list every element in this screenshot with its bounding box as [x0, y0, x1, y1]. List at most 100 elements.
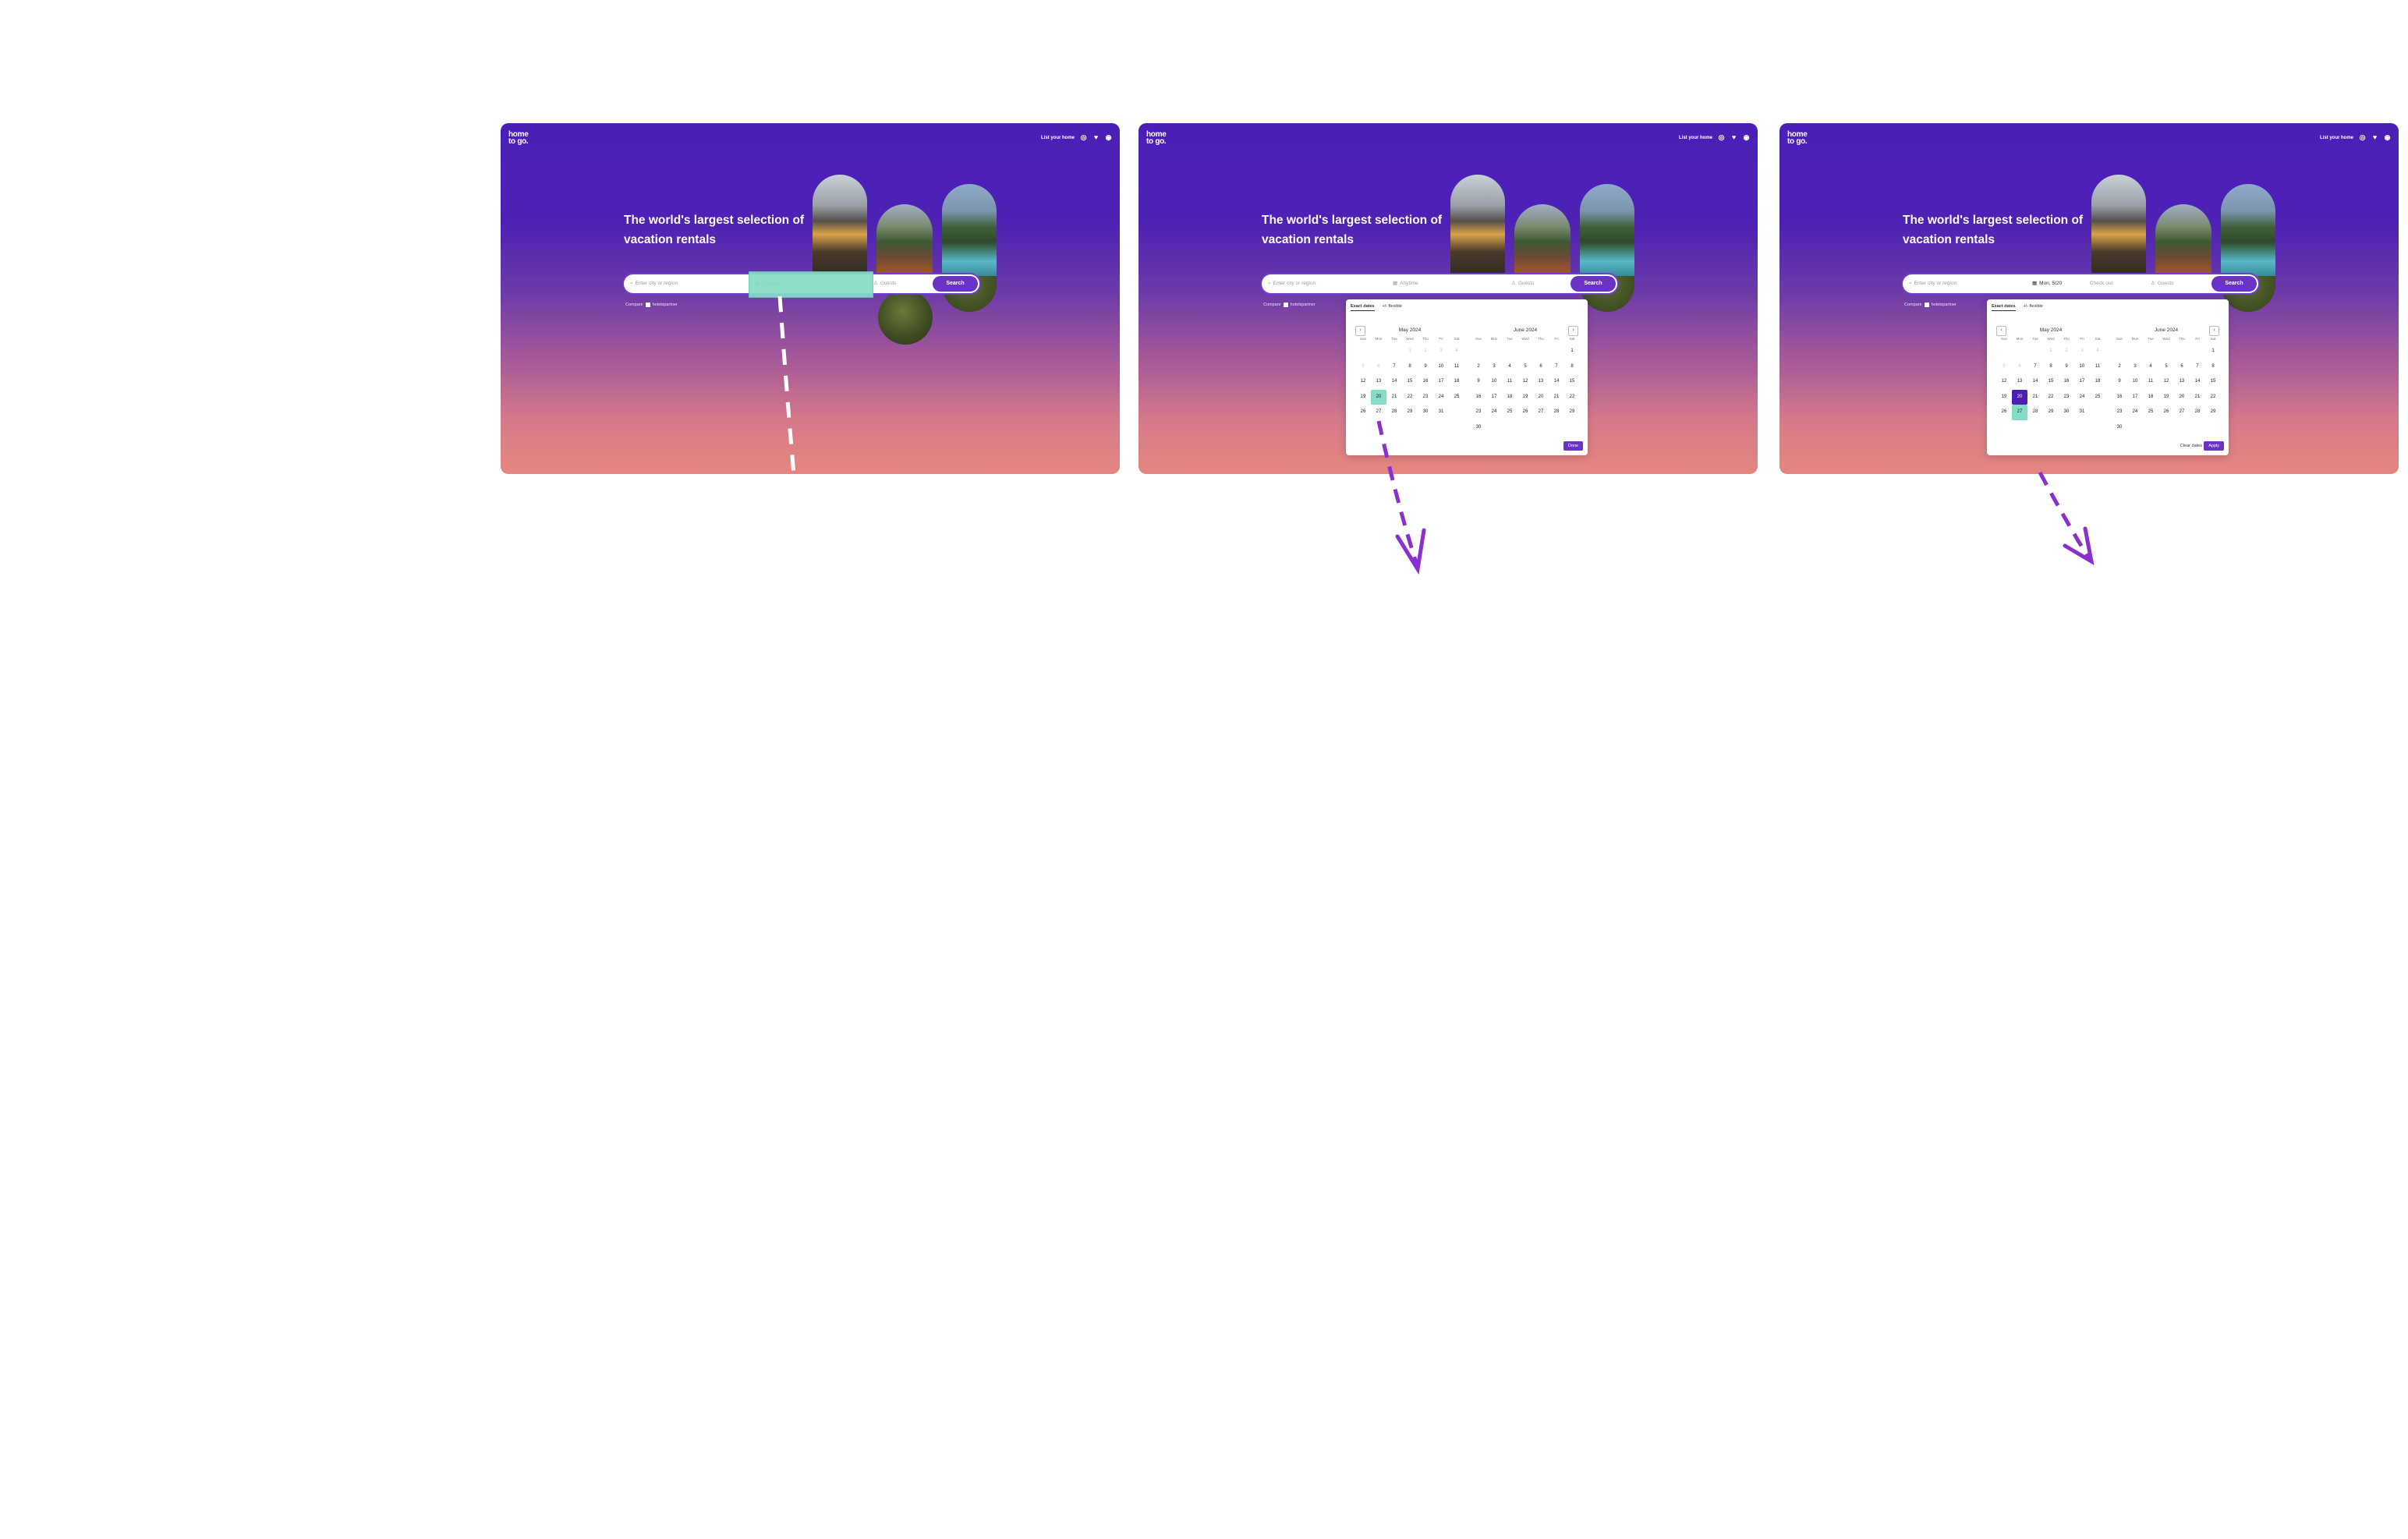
day-cell[interactable]: 14: [2032, 379, 2038, 384]
day-cell[interactable]: 22: [2210, 394, 2216, 399]
day-cell[interactable]: 10: [1438, 363, 1444, 369]
day-cell[interactable]: 22: [1407, 394, 1413, 399]
day-cell[interactable]: 16: [2116, 394, 2123, 399]
day-cell[interactable]: 18: [2148, 394, 2154, 399]
day-cell[interactable]: 20: [1371, 389, 1386, 405]
list-home-link[interactable]: List your home: [1040, 135, 1075, 140]
day-cell[interactable]: 24: [2132, 409, 2138, 414]
day-cell[interactable]: 19: [1360, 394, 1366, 399]
destination-input[interactable]: ⌕Enter city or region: [1909, 274, 2026, 293]
day-cell[interactable]: 26: [2001, 409, 2007, 414]
day-cell[interactable]: 26: [1522, 409, 1528, 414]
day-cell[interactable]: 9: [2065, 363, 2068, 369]
guests-input[interactable]: ♙Guests: [1511, 274, 1534, 293]
search-button[interactable]: Search: [1571, 276, 1616, 292]
day-cell[interactable]: 11: [1454, 363, 1460, 369]
clear-dates-button[interactable]: Clear dates: [2180, 444, 2202, 448]
prev-month-button[interactable]: ‹: [1355, 326, 1365, 336]
tab-flexible[interactable]: +/- flexible: [2023, 304, 2043, 309]
day-cell[interactable]: 11: [1507, 379, 1513, 384]
day-cell[interactable]: 13: [1376, 379, 1382, 384]
day-cell[interactable]: 29: [1407, 409, 1413, 414]
day-cell[interactable]: 7: [2196, 363, 2199, 369]
day-cell[interactable]: 17: [1438, 379, 1444, 384]
day-cell[interactable]: 18: [1454, 379, 1460, 384]
day-cell[interactable]: 24: [2079, 394, 2085, 399]
day-cell[interactable]: 10: [1491, 379, 1497, 384]
day-cell[interactable]: 25: [2095, 394, 2101, 399]
day-cell[interactable]: 30: [2116, 424, 2123, 430]
day-cell[interactable]: 30: [2063, 409, 2070, 414]
day-cell[interactable]: 22: [2048, 394, 2054, 399]
day-cell[interactable]: 29: [2048, 409, 2054, 414]
next-month-button[interactable]: ›: [1568, 326, 1578, 336]
day-cell[interactable]: 8: [2211, 363, 2215, 369]
globe-icon[interactable]: ◎: [1718, 133, 1725, 141]
day-cell[interactable]: 19: [1522, 394, 1528, 399]
day-cell[interactable]: 12: [2163, 379, 2169, 384]
day-cell[interactable]: 16: [1475, 394, 1482, 399]
day-cell[interactable]: 14: [1391, 379, 1397, 384]
day-cell[interactable]: 28: [2194, 409, 2201, 414]
day-cell[interactable]: 2: [1477, 363, 1480, 369]
checkout-input[interactable]: Check out: [2090, 281, 2113, 286]
day-cell[interactable]: 24: [1491, 409, 1497, 414]
day-cell[interactable]: 20: [2179, 394, 2185, 399]
day-cell[interactable]: 21: [2194, 394, 2201, 399]
day-cell[interactable]: 12: [1360, 379, 1366, 384]
day-cell[interactable]: 7: [1393, 363, 1396, 369]
day-cell[interactable]: 8: [1408, 363, 1411, 369]
day-cell[interactable]: 27: [2179, 409, 2185, 414]
day-cell[interactable]: 13: [2017, 379, 2023, 384]
day-cell[interactable]: 14: [2194, 379, 2201, 384]
day-cell[interactable]: 8: [2049, 363, 2052, 369]
day-cell[interactable]: 25: [2148, 409, 2154, 414]
day-cell[interactable]: 14: [1553, 379, 1560, 384]
day-cell[interactable]: 4: [1508, 363, 1511, 369]
day-cell[interactable]: 12: [2001, 379, 2007, 384]
day-cell[interactable]: 24: [1438, 394, 1444, 399]
day-cell[interactable]: 20: [1538, 394, 1544, 399]
day-cell[interactable]: 9: [2118, 379, 2121, 384]
day-cell[interactable]: 26: [2163, 409, 2169, 414]
day-cell[interactable]: 6: [1539, 363, 1542, 369]
tab-flexible[interactable]: +/- flexible: [1382, 304, 1402, 309]
dates-input[interactable]: ▦Anytime: [1393, 274, 1418, 293]
compare-checkbox[interactable]: [1283, 302, 1288, 307]
user-icon[interactable]: ◉: [1105, 133, 1112, 141]
day-cell[interactable]: 6: [2180, 363, 2183, 369]
compare-checkbox[interactable]: [1924, 302, 1929, 307]
day-cell[interactable]: 11: [2095, 363, 2101, 369]
list-home-link[interactable]: List your home: [1678, 135, 1712, 140]
checkin-input[interactable]: ▦Mon, 5/20: [2032, 274, 2062, 293]
day-cell[interactable]: 17: [1491, 394, 1497, 399]
guests-input[interactable]: ♙Guests: [873, 274, 896, 293]
tab-exact-dates[interactable]: Exact dates: [1351, 304, 1375, 311]
day-cell[interactable]: 5: [2165, 363, 2168, 369]
day-cell[interactable]: 17: [2079, 379, 2085, 384]
day-cell[interactable]: 3: [1493, 363, 1496, 369]
day-cell[interactable]: 9: [1477, 379, 1480, 384]
day-cell[interactable]: 23: [1422, 394, 1429, 399]
day-cell[interactable]: 30: [1475, 424, 1482, 430]
day-cell[interactable]: 30: [1422, 409, 1429, 414]
day-cell[interactable]: 8: [1571, 363, 1574, 369]
user-icon[interactable]: ◉: [1743, 133, 1750, 141]
day-cell[interactable]: 9: [1424, 363, 1427, 369]
day-cell[interactable]: 10: [2079, 363, 2085, 369]
compare-checkbox[interactable]: [645, 302, 650, 307]
day-cell[interactable]: 5: [1524, 363, 1527, 369]
day-cell[interactable]: 31: [1438, 409, 1444, 414]
done-button[interactable]: Done: [1563, 441, 1583, 451]
day-cell[interactable]: 16: [1422, 379, 1429, 384]
day-cell[interactable]: 3: [2134, 363, 2137, 369]
destination-input[interactable]: ⌕Enter city or region: [1268, 274, 1385, 293]
globe-icon[interactable]: ◎: [2359, 133, 2366, 141]
day-cell[interactable]: 23: [2063, 394, 2070, 399]
day-cell[interactable]: 19: [2163, 394, 2169, 399]
day-cell[interactable]: 2: [2118, 363, 2121, 369]
day-cell[interactable]: 7: [2034, 363, 2037, 369]
